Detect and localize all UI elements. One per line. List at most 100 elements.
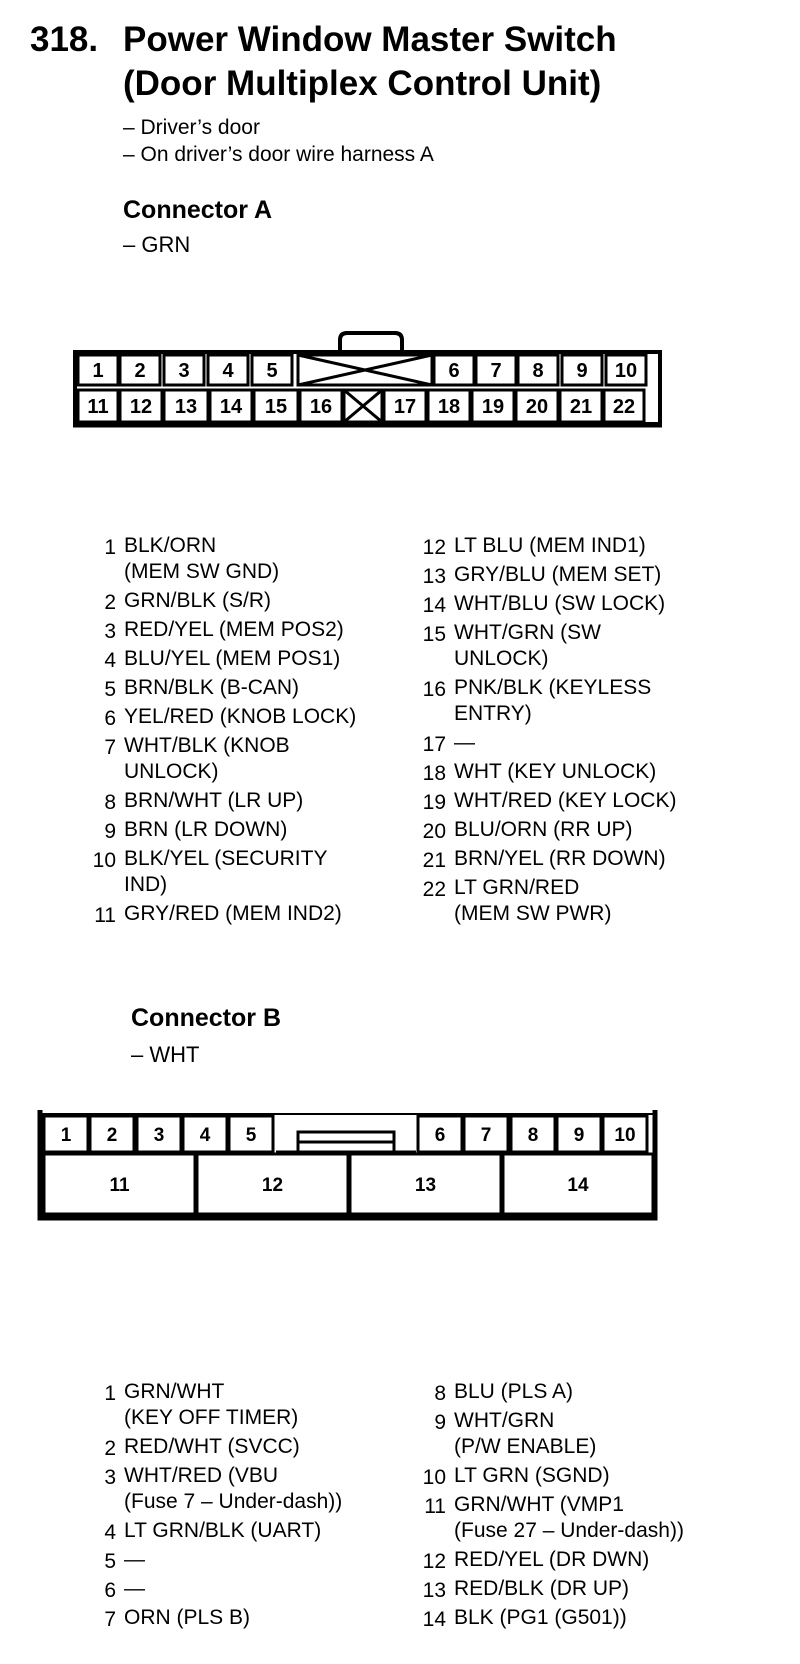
pin-number: 9	[434, 1411, 446, 1434]
connector-a-cavity-21-label: 21	[570, 396, 592, 418]
connector-b-cavity-8: 8	[509, 1114, 557, 1154]
section-number: 318.	[30, 20, 99, 59]
connector-a-cavity-3: 3	[162, 353, 206, 387]
pin-wire-description: LT GRN/BLK (UART)	[124, 1519, 322, 1542]
connector-b-cavity-4-label: 4	[200, 1125, 211, 1146]
pin-wire-description: WHT/RED (VBU (Fuse 7 – Under-dash))	[124, 1464, 343, 1513]
connector-b-title: Connector B	[131, 1004, 281, 1032]
connector-a-cavity-15-label: 15	[265, 396, 287, 418]
connector-a-cavity-16-label: 16	[310, 396, 332, 418]
pin-wire-description: WHT/GRN (P/W ENABLE)	[454, 1409, 597, 1458]
connector-b-cavity-14: 14	[501, 1152, 655, 1216]
pin-number: 17	[422, 733, 446, 756]
connector-b-cavity-13: 13	[348, 1152, 503, 1216]
connector-b-cavity-1: 1	[42, 1114, 90, 1154]
connector-b-cavity-13-label: 13	[415, 1175, 436, 1196]
connector-b-pin-9: 9 WHT/GRN (P/W ENABLE)	[418, 1408, 778, 1460]
page-title: Power Window Master Switch	[123, 20, 617, 59]
connector-a-latch	[338, 331, 404, 352]
connector-b-cavity-10: 10	[601, 1114, 649, 1154]
pin-number: 8	[434, 1382, 446, 1405]
pin-wire-description: WHT (KEY UNLOCK)	[454, 760, 657, 783]
connector-a-cavity-13: 13	[162, 388, 210, 424]
connector-a-cavity-20: 20	[514, 388, 560, 424]
connector-a-cavity-14-label: 14	[220, 396, 243, 418]
pin-wire-description: GRY/BLU (MEM SET)	[454, 563, 662, 586]
connector-a-cavity-18-label: 18	[438, 396, 460, 418]
pin-wire-description: BLK/ORN (MEM SW GND)	[124, 534, 280, 583]
pin-number: 14	[422, 1608, 446, 1631]
pin-number: 14	[422, 594, 446, 617]
pin-wire-description: BRN/YEL (RR DOWN)	[454, 847, 666, 870]
pin-wire-description: PNK/BLK (KEYLESS ENTRY)	[454, 676, 652, 725]
connector-b-cavity-3-label: 3	[154, 1125, 165, 1146]
pin-wire-description: BRN/BLK (B-CAN)	[124, 676, 300, 699]
connector-b-cavity-6-label: 6	[435, 1125, 446, 1146]
connector-b-cavity-5: 5	[227, 1114, 275, 1154]
location-driver-door: – Driver’s door	[123, 116, 260, 139]
connector-b-cavity-8-label: 8	[528, 1125, 539, 1146]
pin-number: 21	[422, 849, 446, 872]
pin-wire-description: BRN (LR DOWN)	[124, 818, 288, 841]
connector-b-pin-3: 3 WHT/RED (VBU (Fuse 7 – Under-dash))	[88, 1463, 408, 1515]
connector-b-cavity-14-label: 14	[567, 1175, 589, 1196]
pin-number: 19	[422, 791, 446, 814]
location-wire-harness: – On driver’s door wire harness A	[123, 143, 434, 166]
pin-number: 7	[104, 736, 116, 759]
pin-wire-description: BLU/YEL (MEM POS1)	[124, 647, 341, 670]
connector-a-cavity-18: 18	[426, 388, 472, 424]
connector-a-cavity-19-label: 19	[482, 396, 504, 418]
pin-wire-description: GRY/RED (MEM IND2)	[124, 902, 342, 925]
connector-b-pin-4: 4 LT GRN/BLK (UART)	[88, 1518, 408, 1544]
pin-number: 11	[94, 904, 116, 927]
pin-number: 16	[422, 678, 446, 701]
connector-a-pin-17: 17—	[418, 730, 758, 756]
pin-number: 3	[104, 620, 116, 643]
pin-number: 3	[104, 1466, 116, 1489]
pin-wire-description: LT GRN (SGND)	[454, 1464, 610, 1487]
pin-number: 1	[104, 1382, 116, 1405]
pin-number: 18	[422, 762, 446, 785]
pin-number: 4	[104, 1521, 116, 1544]
pin-wire-description: BLU/ORN (RR UP)	[454, 818, 633, 841]
pin-wire-description: GRN/WHT (KEY OFF TIMER)	[124, 1380, 299, 1429]
connector-a-cavity-6: 6	[432, 353, 476, 387]
pin-wire-description: YEL/RED (KNOB LOCK)	[124, 705, 357, 728]
connector-a-pin-16: 16 PNK/BLK (KEYLESS ENTRY)	[418, 675, 758, 727]
connector-a-cavity-6-label: 6	[448, 360, 459, 382]
connector-a-pin-6: 6 YEL/RED (KNOB LOCK)	[88, 704, 388, 730]
pin-wire-description: ORN (PLS B)	[124, 1606, 251, 1629]
connector-a-cavity-13-label: 13	[175, 396, 197, 418]
connector-b-cavity-10-label: 10	[614, 1125, 635, 1146]
pin-number: 9	[104, 820, 116, 843]
page-subtitle: (Door Multiplex Control Unit)	[123, 64, 602, 103]
connector-a-pin-21: 21 BRN/YEL (RR DOWN)	[418, 846, 758, 872]
pin-wire-description: LT GRN/RED (MEM SW PWR)	[454, 876, 612, 925]
pin-wire-description: —	[124, 1577, 145, 1600]
connector-b-cavity-7: 7	[462, 1114, 510, 1154]
pin-number: 6	[104, 707, 116, 730]
pin-number: 2	[104, 591, 116, 614]
connector-a-title: Connector A	[123, 196, 273, 224]
connector-a-cavity-1-label: 1	[92, 360, 103, 382]
connector-a-cavity-17-label: 17	[394, 396, 416, 418]
pin-wire-description: —	[124, 1548, 145, 1571]
pin-number: 20	[422, 820, 446, 843]
connector-a-cavity-5: 5	[250, 353, 294, 387]
connector-a-cavity-12-label: 12	[130, 396, 152, 418]
connector-a-color: – GRN	[123, 232, 191, 257]
connector-a-cavity-4: 4	[206, 353, 250, 387]
connector-a-cavity-12: 12	[118, 388, 164, 424]
connector-a-pin-9: 9 BRN (LR DOWN)	[88, 817, 388, 843]
connector-b-cavity-3: 3	[135, 1114, 183, 1154]
pin-wire-description: RED/BLK (DR UP)	[454, 1577, 630, 1600]
connector-b-cavity-11-label: 11	[109, 1175, 130, 1196]
